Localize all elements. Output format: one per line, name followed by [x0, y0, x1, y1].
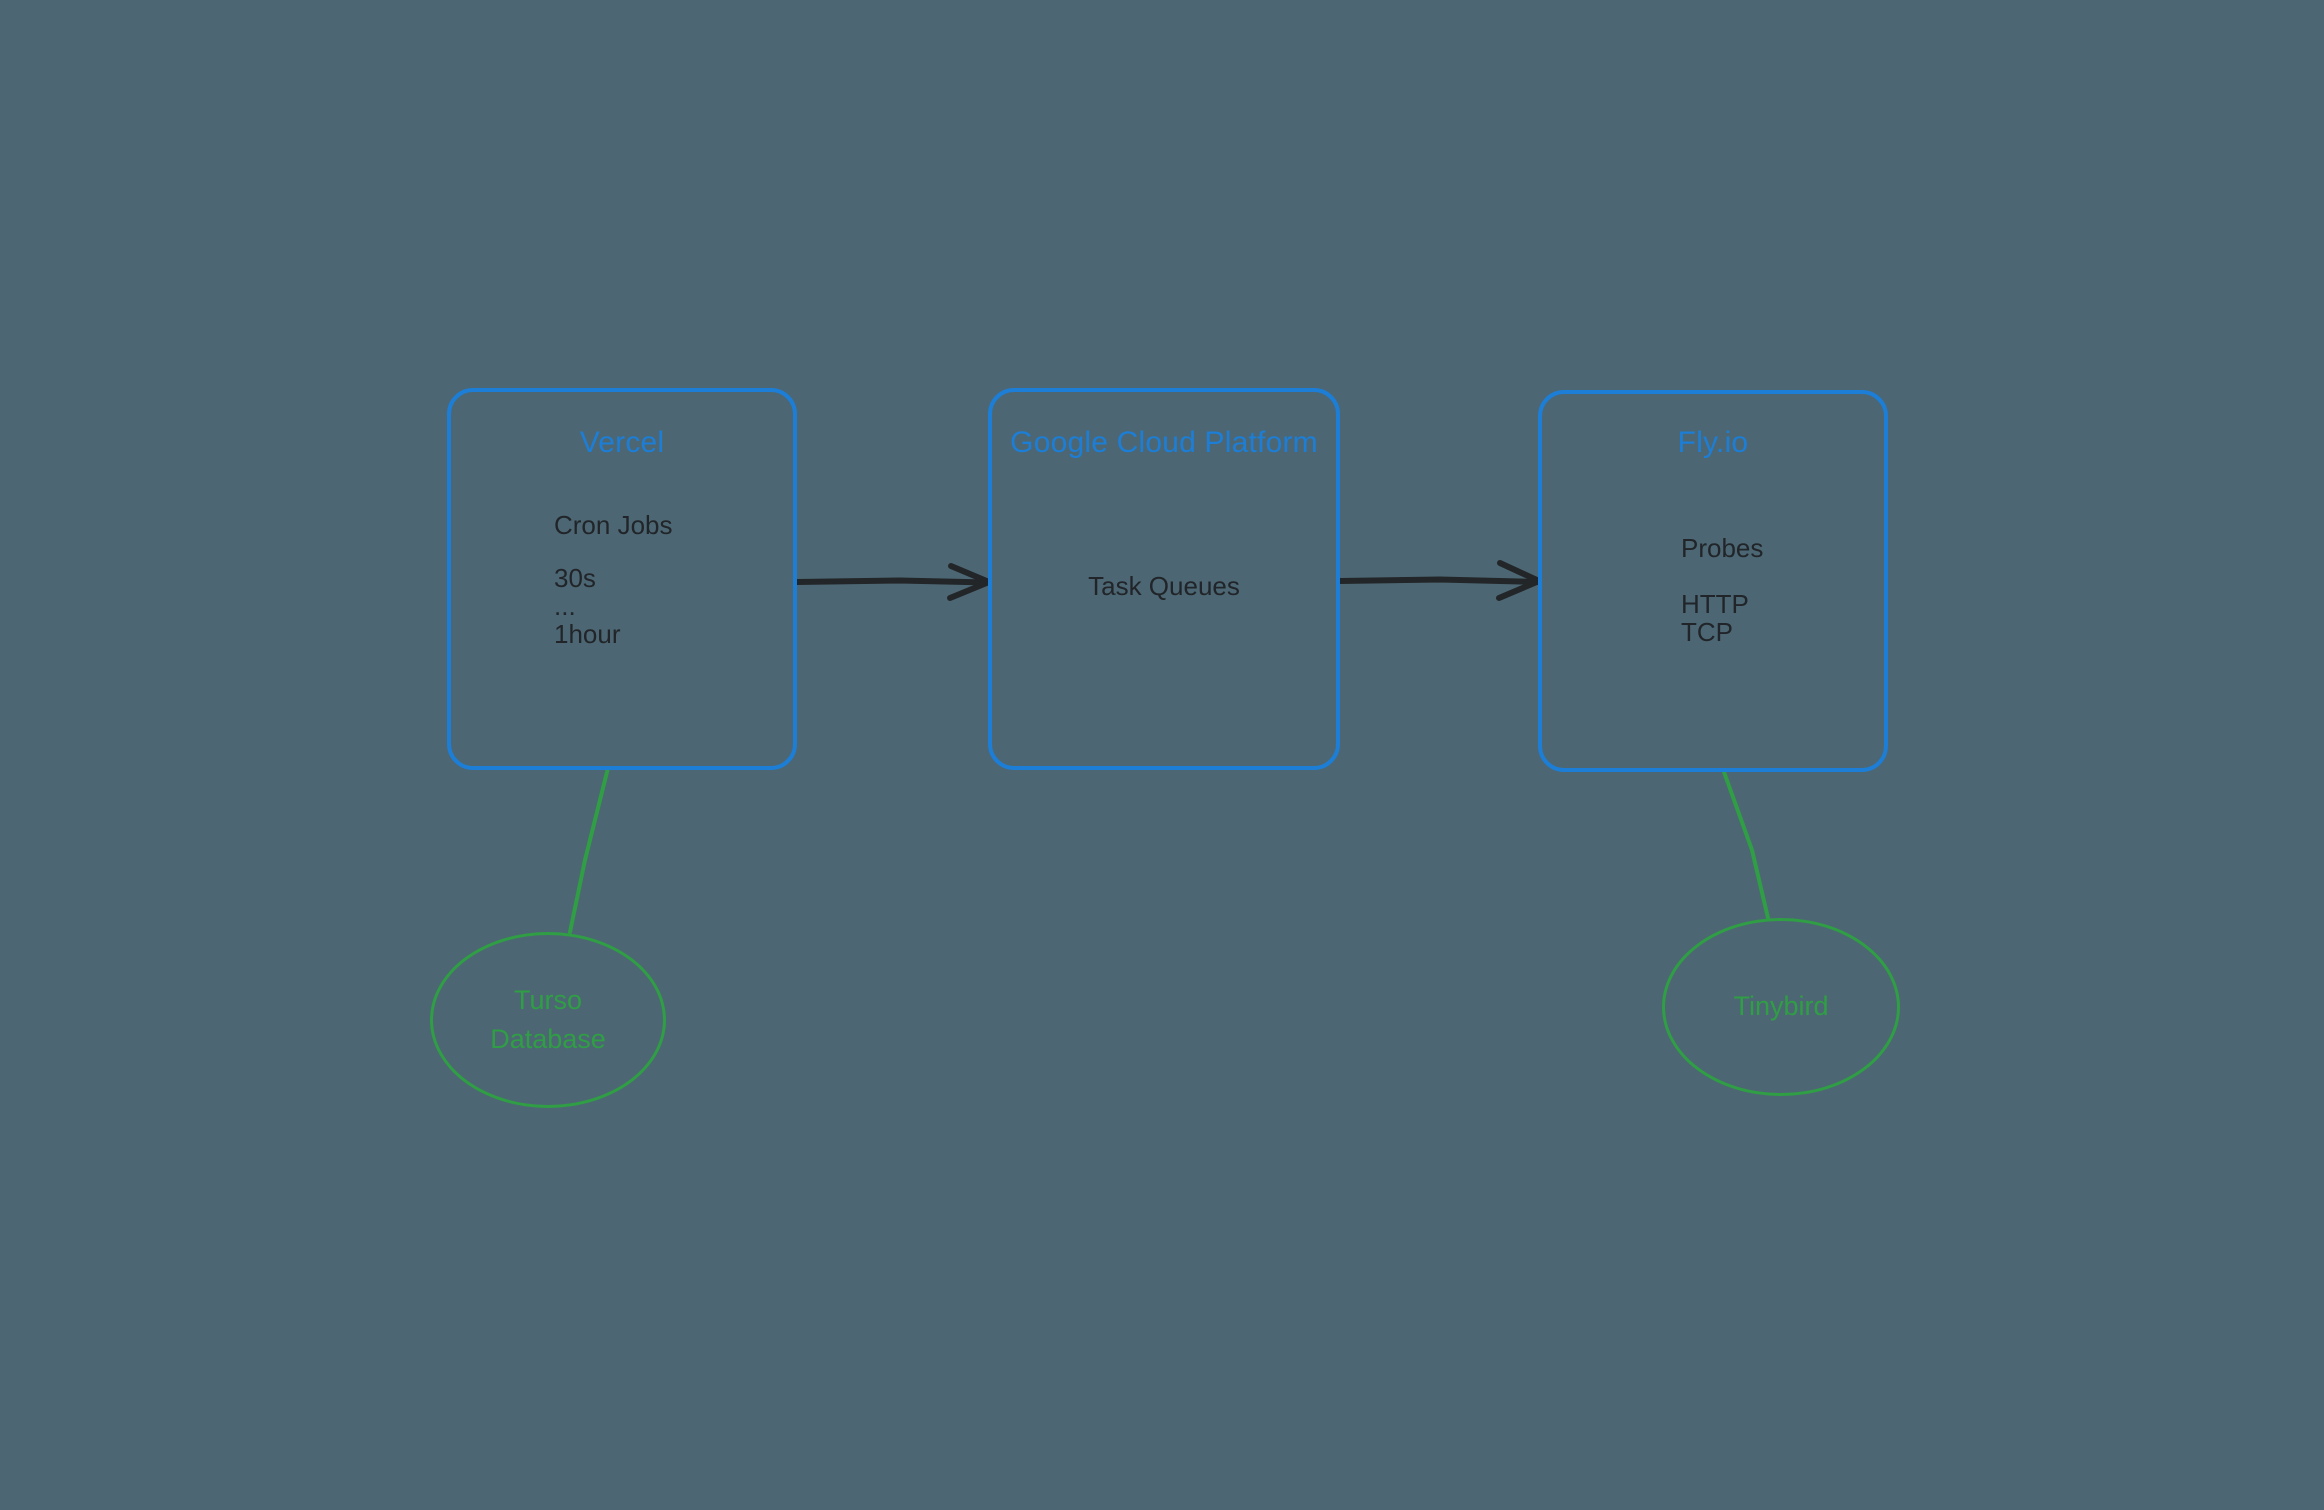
node-gcp-title: Google Cloud Platform [1010, 426, 1318, 459]
edge-gcp-to-flyio [1337, 560, 1542, 601]
node-tinybird-label: Tinybird [1733, 991, 1829, 1022]
node-vercel-detail-2: ... [554, 591, 576, 621]
node-flyio-title: Fly.io [1677, 426, 1749, 459]
node-vercel-body: Cron Jobs [554, 510, 673, 540]
node-vercel-detail-3: 1hour [554, 619, 621, 649]
node-gcp[interactable]: Google Cloud Platform Task Queues [988, 388, 1340, 770]
node-vercel[interactable]: Vercel Cron Jobs 30s ... 1hour [447, 388, 797, 770]
node-flyio[interactable]: Fly.io Probes HTTP TCP [1538, 390, 1888, 772]
node-flyio-detail-1: HTTP [1681, 589, 1749, 619]
node-vercel-title: Vercel [579, 426, 665, 459]
node-turso-label: Turso Database [490, 984, 606, 1054]
node-flyio-detail-2: TCP [1681, 617, 1733, 647]
edge-vercel-to-turso [568, 766, 610, 934]
edge-vercel-to-gcp [794, 563, 992, 601]
edge-flyio-to-tinybird [1722, 770, 1770, 920]
node-tinybird[interactable]: Tinybird [1662, 918, 1900, 1096]
node-gcp-body: Task Queues [1088, 571, 1240, 601]
node-vercel-detail-1: 30s [554, 563, 596, 593]
node-turso[interactable]: Turso Database [430, 932, 666, 1108]
node-flyio-body: Probes [1681, 533, 1764, 563]
